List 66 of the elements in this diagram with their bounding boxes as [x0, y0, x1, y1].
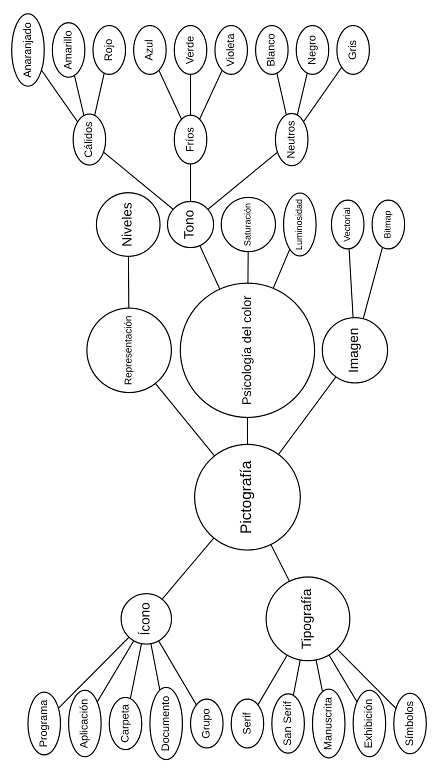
node-circle: Ícono — [120, 592, 172, 644]
connector — [94, 72, 105, 115]
node-ellipse: Programa — [27, 691, 62, 755]
node-ellipse: Azul — [133, 24, 167, 74]
node-ellipse: Documento — [149, 686, 183, 760]
connector — [199, 70, 223, 119]
connector — [162, 537, 214, 600]
node-circle: Representación — [86, 306, 172, 393]
node-ellipse: Fríos — [174, 114, 208, 164]
connector — [74, 74, 84, 116]
node-ellipse: San Serif — [271, 692, 305, 754]
connector — [272, 248, 290, 288]
connector — [150, 643, 160, 690]
node-circle: Tipografía — [266, 576, 350, 661]
connector — [96, 640, 134, 702]
node-circle: Psicología del color — [180, 282, 316, 418]
node-circle: Pictografía — [194, 443, 301, 550]
node-ellipse: Manuscrita — [312, 688, 346, 758]
node-ellipse: Negro — [296, 24, 330, 74]
connector — [258, 654, 288, 704]
connector — [208, 152, 278, 210]
connector — [348, 248, 354, 317]
connector — [278, 376, 336, 454]
connector — [103, 151, 174, 210]
node-ellipse: Verde — [174, 24, 208, 74]
node-ellipse: Vectorial — [330, 199, 365, 249]
node-ellipse: Serif — [230, 698, 264, 748]
connector — [303, 66, 342, 122]
node-ellipse: Símbolos — [393, 692, 427, 754]
connector — [362, 246, 383, 318]
node-ellipse: Carpeta — [108, 696, 142, 750]
connector — [158, 70, 182, 119]
connector — [130, 643, 142, 698]
node-circle: Imagen — [322, 316, 388, 384]
node-circle: Saturación — [220, 196, 276, 252]
connector — [328, 654, 358, 702]
node-ellipse: Cálidos — [72, 113, 106, 166]
connector — [58, 636, 130, 708]
node-ellipse: Amarillo — [52, 22, 86, 78]
connector — [247, 251, 249, 283]
node-ellipse: Anaranjado — [11, 12, 45, 86]
connector — [292, 659, 301, 695]
node-ellipse: Neutros — [274, 112, 309, 166]
connector — [199, 244, 220, 289]
connector — [128, 256, 130, 308]
node-ellipse: Violeta — [214, 24, 248, 74]
connector — [158, 640, 197, 704]
node-ellipse: Exhibición — [352, 689, 386, 757]
connector — [270, 544, 290, 582]
node-circle: Tono — [166, 200, 214, 248]
connector — [155, 382, 215, 456]
node-ellipse: Aplicación — [68, 689, 102, 757]
node-ellipse: Bitmap — [372, 199, 406, 249]
connector — [316, 660, 324, 692]
connector — [336, 648, 396, 708]
connector — [246, 417, 248, 444]
node-ellipse: Luminosidad — [283, 192, 317, 256]
connector — [190, 164, 192, 201]
connector — [276, 72, 287, 115]
node-ellipse: Rojo — [92, 24, 126, 74]
node-circle: Niveles — [96, 192, 161, 256]
connector — [190, 74, 192, 115]
node-ellipse: Gris — [336, 24, 370, 74]
connector — [296, 72, 308, 115]
node-ellipse: Grupo — [190, 698, 224, 748]
node-ellipse: Blanco — [255, 24, 289, 74]
